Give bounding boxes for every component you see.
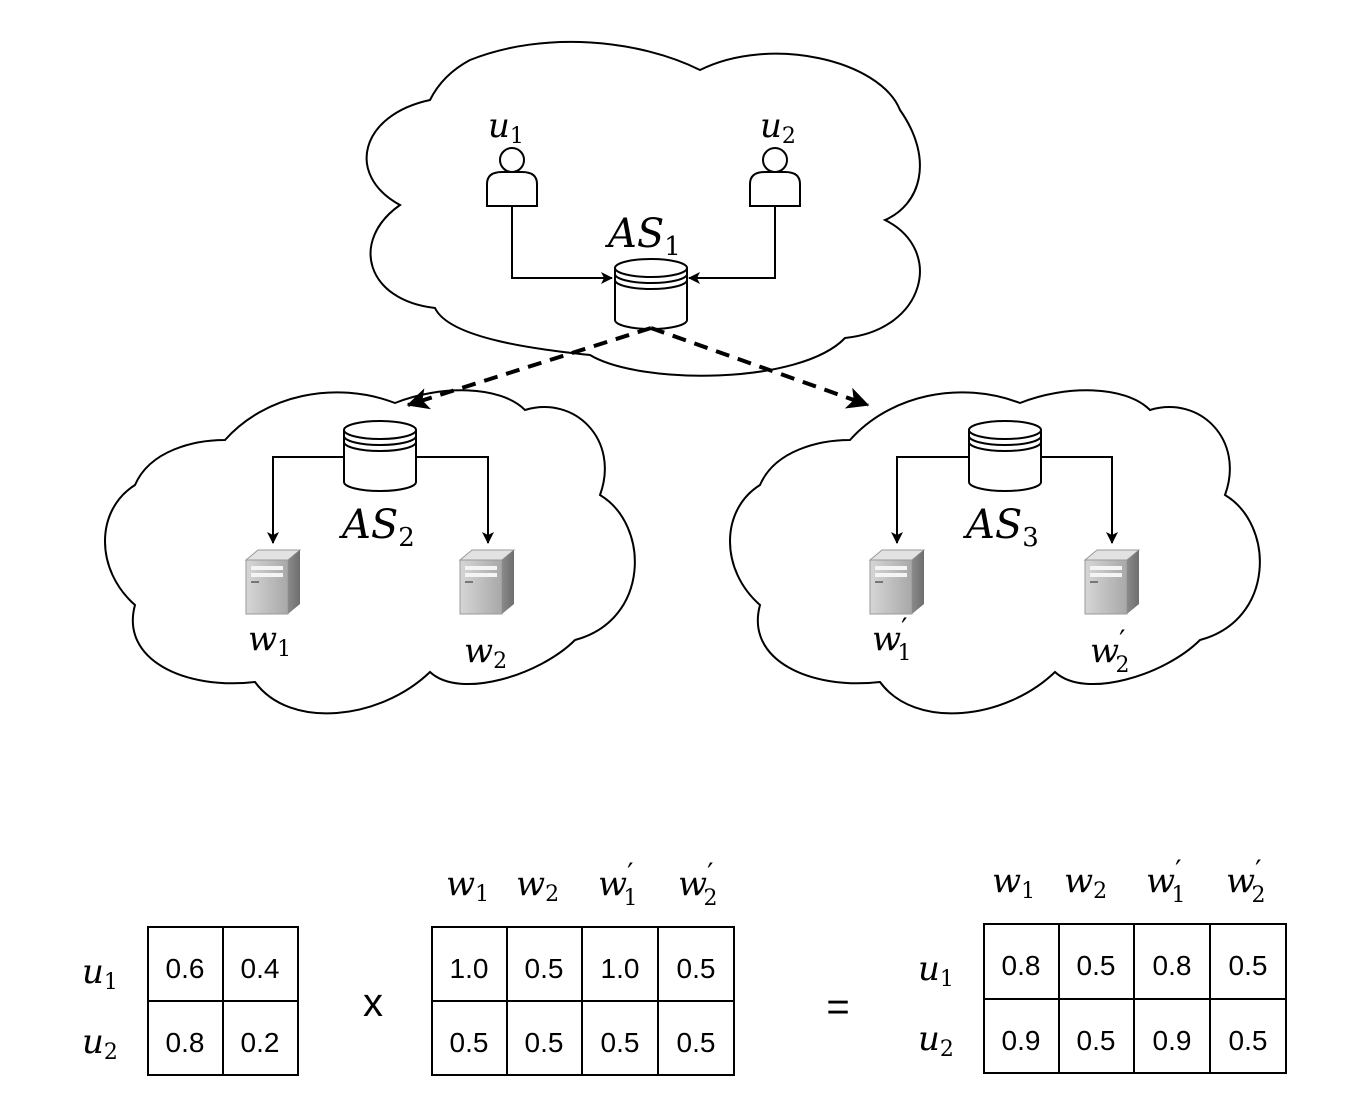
multiply-operator: x — [363, 981, 383, 1025]
col-label: w′1 — [1146, 854, 1185, 908]
user-icon — [749, 147, 801, 207]
matrix-cell: 0.2 — [241, 1027, 280, 1058]
database-icon — [614, 258, 688, 330]
col-label: w2 — [516, 864, 559, 907]
server-icon — [244, 549, 302, 615]
dashed-edge-as1-to-as3 — [650, 326, 870, 409]
matrix-cell: 0.5 — [1077, 950, 1116, 981]
cloud-left — [104, 389, 636, 715]
matrix-cell: 0.8 — [1002, 950, 1041, 981]
col-label: w′1 — [598, 857, 637, 911]
w2prime-label: w′2 — [1090, 624, 1129, 678]
edge-as3-to-w1prime — [891, 456, 969, 544]
matrix-cell: 0.5 — [450, 1027, 489, 1058]
row-label-u1: u1 — [82, 952, 118, 995]
user-2-label: u2 — [760, 106, 796, 149]
w1prime-label: w′1 — [872, 612, 911, 666]
matrix-cell: 0.5 — [1229, 950, 1268, 981]
col-label: w1 — [446, 864, 489, 907]
row-label-u1: u1 — [918, 949, 954, 992]
matrix-cell: 0.9 — [1002, 1025, 1041, 1056]
matrix-cell: 0.9 — [1153, 1025, 1192, 1056]
row-label-u2: u2 — [918, 1019, 954, 1062]
matrix-cell: 0.6 — [166, 953, 205, 984]
matrix-cell: 0.4 — [241, 953, 280, 984]
col-label: w′2 — [678, 857, 717, 911]
col-label: w2 — [1064, 861, 1107, 904]
col-label: w1 — [992, 861, 1035, 904]
matrix-worker-weights: 1.0 0.5 1.0 0.5 0.5 0.5 0.5 0.5 — [431, 926, 735, 1076]
edge-as2-to-w2 — [416, 456, 494, 544]
dashed-edge-as1-to-as2 — [406, 326, 652, 410]
database-icon — [343, 420, 417, 492]
user-icon — [486, 147, 538, 207]
edge-user2-to-as1 — [688, 206, 776, 284]
user-1-label: u1 — [488, 106, 524, 149]
server-icon — [1083, 549, 1141, 615]
server-icon — [868, 549, 926, 615]
edge-as3-to-w2prime — [1041, 456, 1118, 544]
equals-operator: = — [826, 985, 849, 1029]
matrix-cell: 0.8 — [1153, 950, 1192, 981]
edge-as2-to-w1 — [267, 456, 344, 544]
matrix-cell: 0.5 — [601, 1027, 640, 1058]
server-icon — [458, 549, 516, 615]
cloud-right — [729, 389, 1261, 715]
matrix-cell: 0.5 — [1077, 1025, 1116, 1056]
w1-label: w1 — [248, 619, 291, 662]
matrix-cell: 0.5 — [525, 1027, 564, 1058]
matrix-cell: 0.5 — [677, 1027, 716, 1058]
matrix-result: 0.8 0.5 0.8 0.5 0.9 0.5 0.9 0.5 — [983, 923, 1287, 1074]
matrix-cell: 0.5 — [525, 953, 564, 984]
matrix-cell: 0.5 — [677, 953, 716, 984]
database-icon — [968, 420, 1042, 492]
col-label: w′2 — [1226, 854, 1265, 908]
matrix-cell: 1.0 — [601, 953, 640, 984]
matrix-user-weights: 0.6 0.4 0.8 0.2 — [147, 926, 299, 1076]
row-label-u2: u2 — [82, 1022, 118, 1065]
matrix-cell: 1.0 — [450, 953, 489, 984]
as2-label: AS2 — [338, 502, 415, 553]
as3-label: AS3 — [962, 502, 1039, 553]
w2-label: w2 — [464, 631, 507, 674]
as1-label: AS1 — [604, 211, 681, 262]
matrix-cell: 0.5 — [1229, 1025, 1268, 1056]
edge-user1-to-as1 — [511, 206, 613, 284]
matrix-cell: 0.8 — [166, 1027, 205, 1058]
cloud-top — [365, 40, 921, 377]
